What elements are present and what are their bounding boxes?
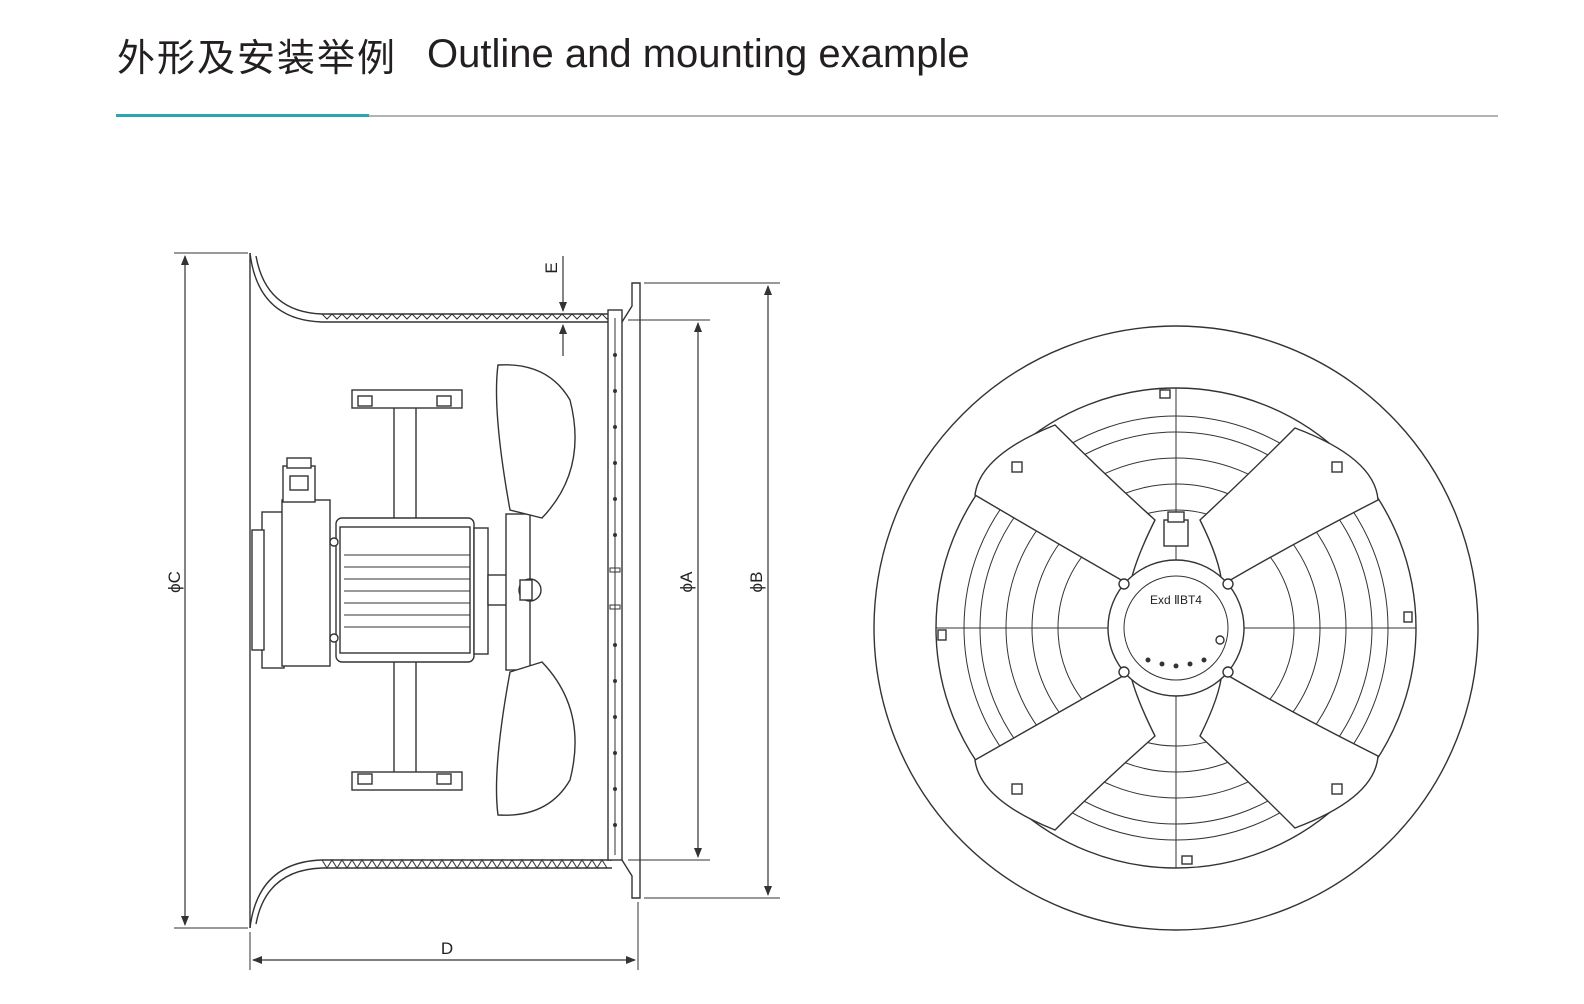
label-d: D — [441, 939, 453, 958]
impeller-side — [495, 364, 576, 816]
dim-d — [249, 902, 639, 970]
fan-casing — [249, 252, 641, 929]
label-e: E — [542, 262, 561, 273]
dim-a — [628, 319, 710, 861]
front-view: Exd ⅡBT4 — [873, 325, 1479, 931]
title-chinese: 外形及安装举例 — [117, 35, 398, 80]
label-diam-b: ϕB — [747, 572, 766, 593]
grille-fixings — [937, 389, 1413, 865]
outer-ring — [873, 325, 1479, 931]
motor — [251, 457, 509, 669]
page-header: 外形及安装举例 Outline and mounting example — [117, 28, 970, 80]
title-accent-rule — [116, 114, 369, 117]
label-diam-c: ϕC — [165, 571, 184, 593]
dim-c — [174, 252, 248, 929]
dim-b — [644, 282, 780, 899]
motor-hub: Exd ⅡBT4 — [1107, 511, 1245, 697]
side-view: ϕC ϕA ϕB D E — [165, 252, 780, 970]
title-divider — [369, 115, 1498, 117]
title-english: Outline and mounting example — [427, 31, 970, 76]
dim-e — [556, 256, 608, 356]
motor-exd-label: Exd ⅡBT4 — [1150, 593, 1202, 607]
label-diam-a: ϕA — [677, 571, 696, 593]
